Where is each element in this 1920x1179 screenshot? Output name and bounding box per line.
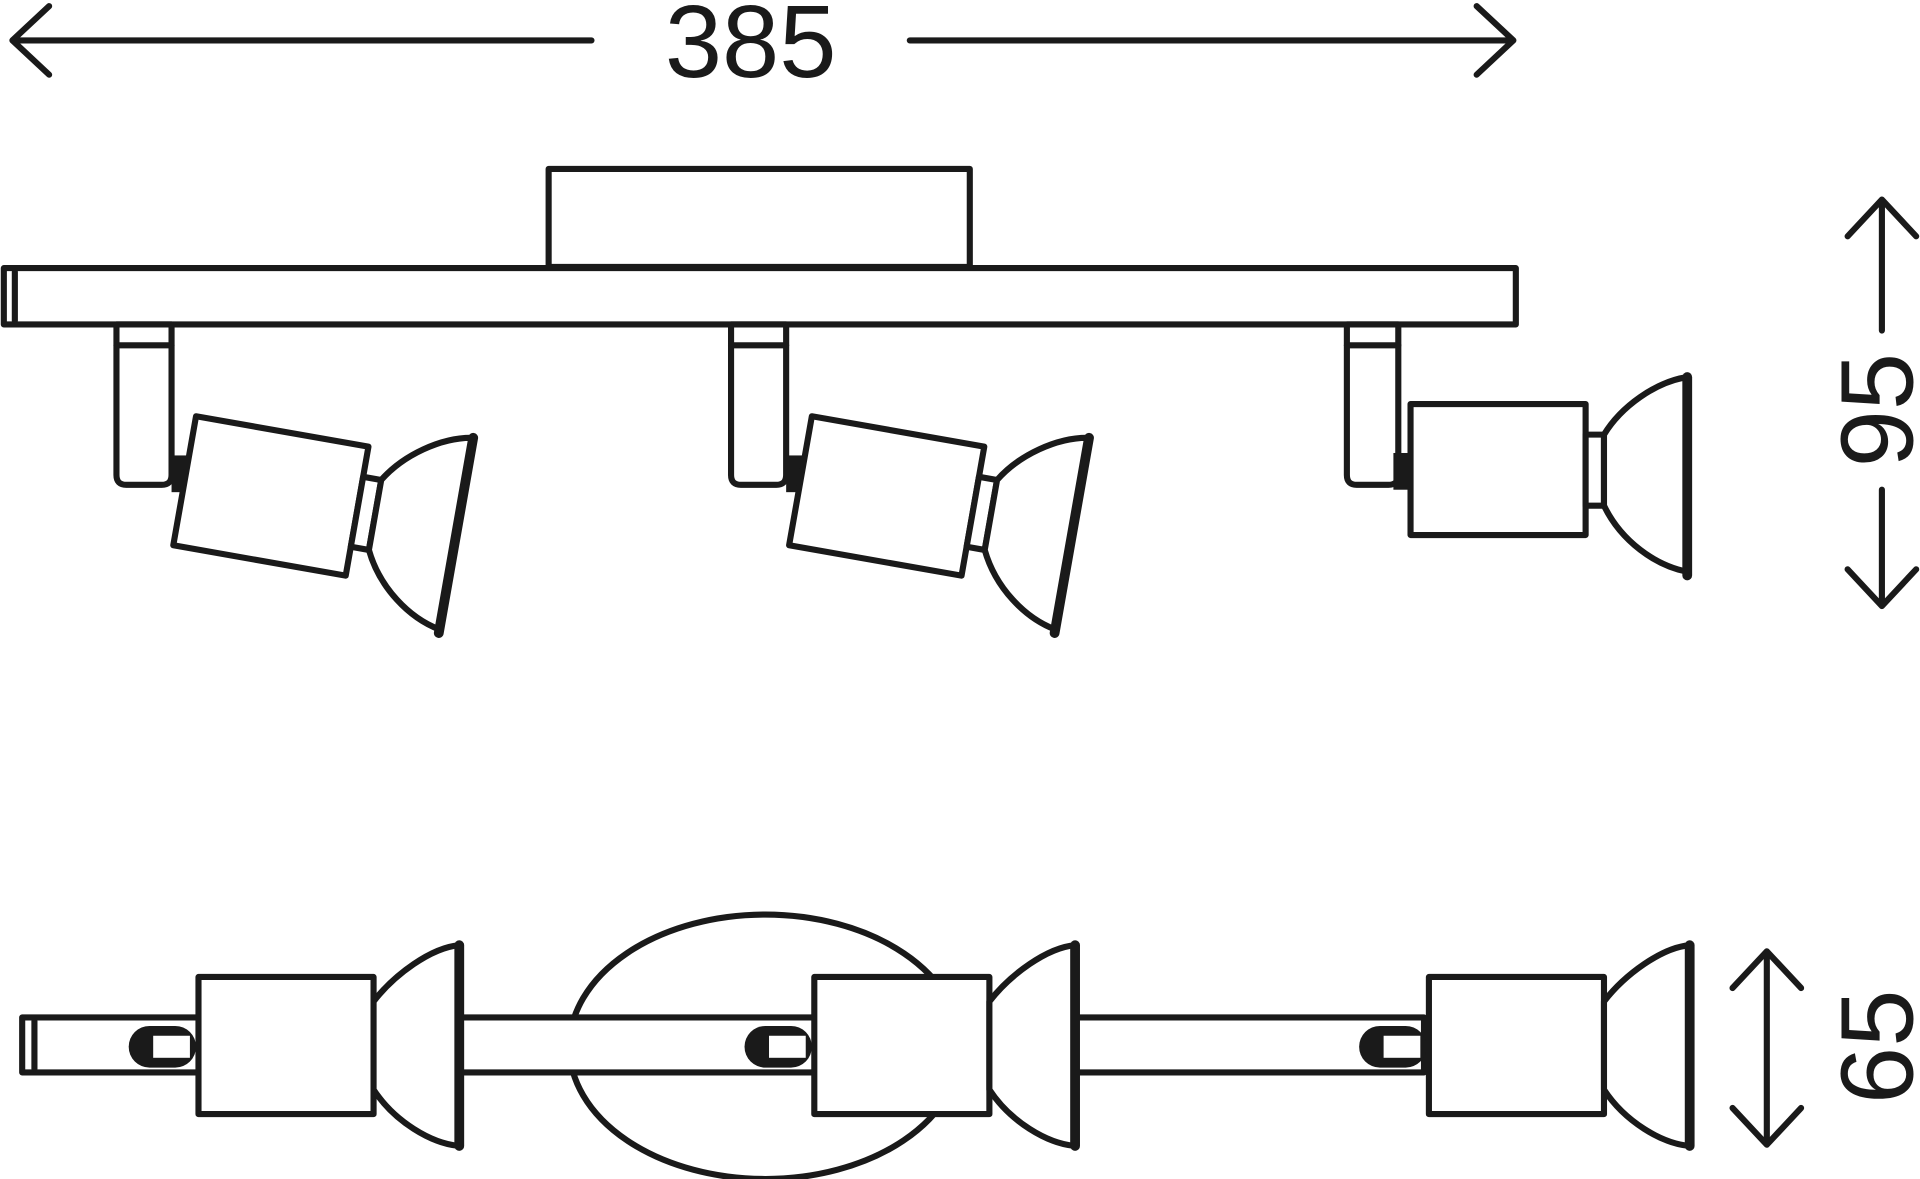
double-arrow-icon bbox=[1729, 948, 1805, 1148]
depth-dimension: 65 bbox=[1729, 948, 1920, 1148]
spotlight-3 bbox=[1343, 321, 1687, 575]
width-label: 385 bbox=[665, 0, 837, 99]
spotlight-top-3 bbox=[1359, 945, 1690, 1146]
height-dimension: 95 bbox=[1820, 196, 1920, 610]
spotlight-1 bbox=[113, 321, 473, 633]
down-arrow-icon bbox=[1844, 486, 1920, 610]
height-label: 95 bbox=[1820, 353, 1920, 467]
depth-label: 65 bbox=[1820, 990, 1920, 1104]
spotlight-top-1 bbox=[128, 945, 460, 1146]
ceiling-mount bbox=[545, 165, 973, 270]
width-dimension: 385 bbox=[9, 0, 1517, 99]
spotlight-top-2 bbox=[744, 945, 1076, 1146]
left-arrow-icon bbox=[9, 3, 595, 78]
right-arrow-icon bbox=[906, 3, 1517, 78]
track-bar bbox=[0, 265, 1519, 328]
side-view bbox=[0, 165, 1687, 633]
spotlight-2 bbox=[727, 321, 1089, 633]
top-view bbox=[19, 911, 1690, 1179]
up-arrow-icon bbox=[1844, 196, 1920, 334]
